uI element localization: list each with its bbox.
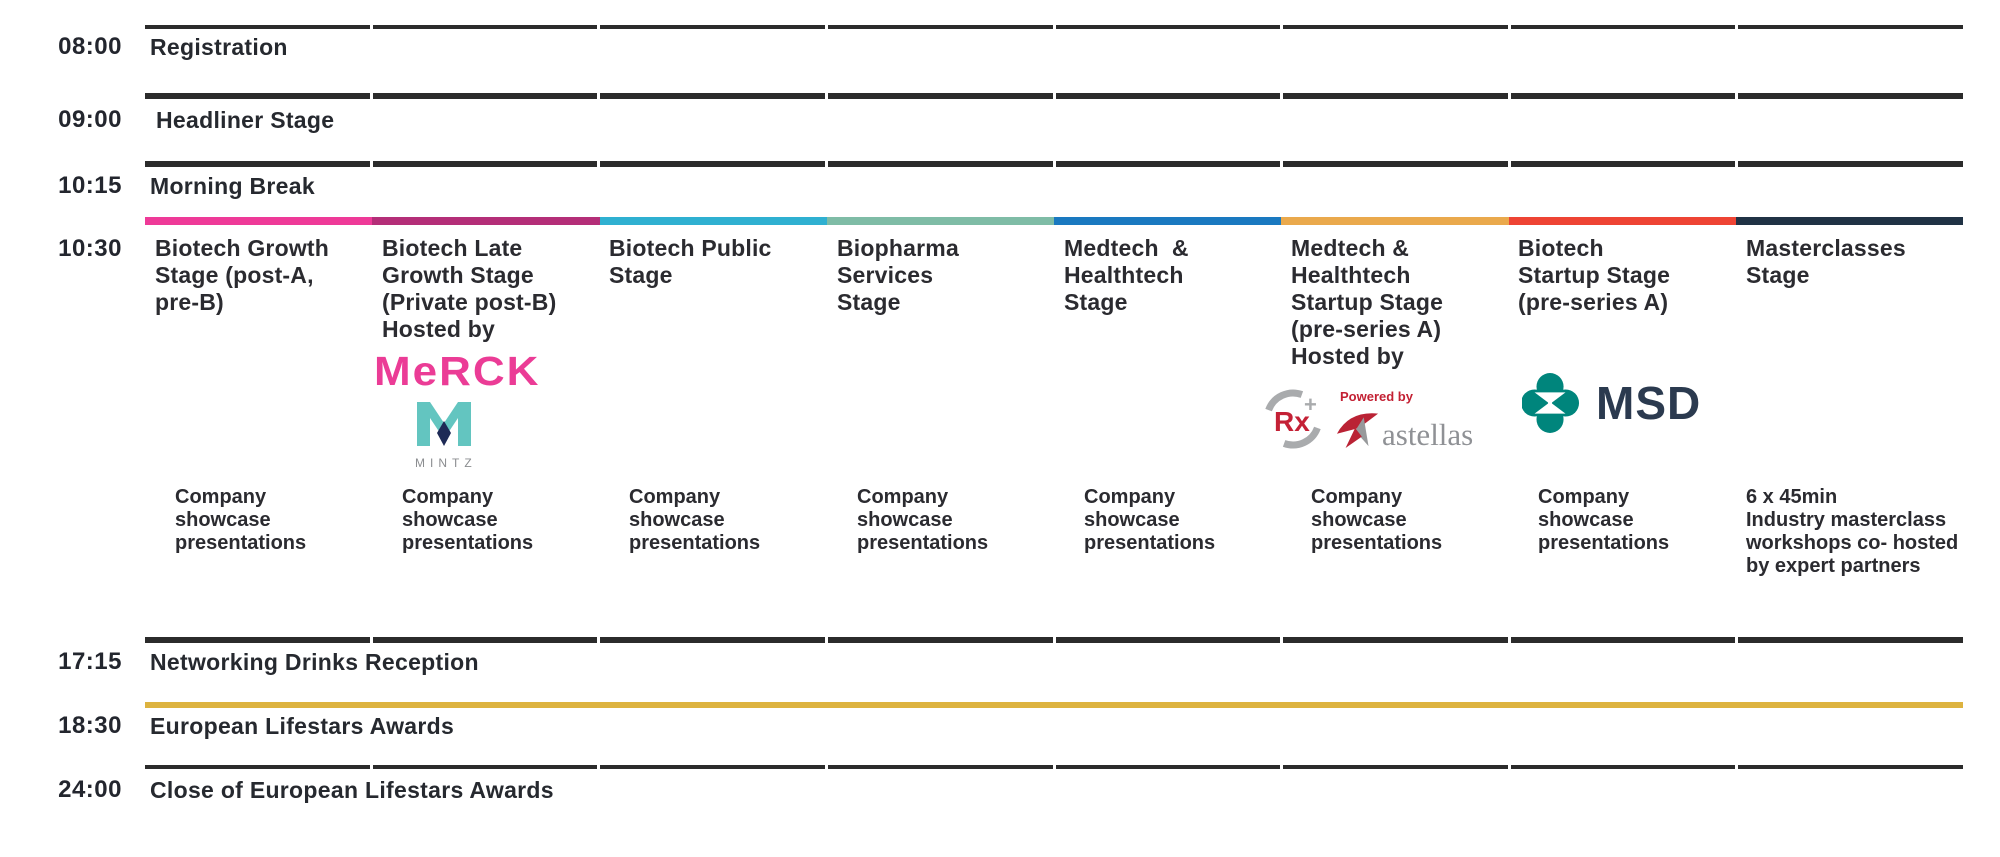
time-label: 08:00 [58,33,122,60]
stage-title: Medtech & Healthtech Startup Stage (pre-… [1291,235,1444,369]
stage-bar-biopharma-services [826,217,1054,225]
stage-detail: Company showcase presentations [175,486,307,554]
powered-by-label: Powered by [1340,389,1413,404]
stage-detail: Company showcase presentations [402,486,534,554]
svg-text:+: + [1304,392,1317,417]
row-label-morning-break: Morning Break [150,173,315,199]
stage-column-medtech-healthtech: Medtech & Healthtech Stage Company showc… [1054,217,1281,640]
stage-title: Biotech Startup Stage (pre-series A) [1518,235,1671,315]
row-divider [145,93,1963,99]
stage-title: Biotech Late Growth Stage (Private post-… [382,235,557,342]
mintz-m-icon [417,402,471,446]
stage-column-biotech-late-growth: Biotech Late Growth Stage (Private post-… [372,217,599,640]
stage-bar-biotech-late-growth [372,217,600,225]
stage-color-bar [145,217,1963,225]
stage-bar-masterclasses [1735,217,1963,225]
row-label-networking-drinks: Networking Drinks Reception [150,649,479,675]
row-divider [145,161,1963,167]
msd-logo-text: MSD [1596,377,1702,429]
stage-bar-biotech-growth [145,217,373,225]
msd-flower-icon [1522,373,1580,433]
mintz-logo-caption: MINTZ [415,456,477,470]
msd-logo: MSD [1522,372,1701,434]
row-label-registration: Registration [150,34,288,60]
merck-logo: MeRCK [374,349,541,395]
rx-plus-icon: Rx + [1265,389,1321,449]
svg-text:Rx: Rx [1274,406,1310,437]
time-label: 18:30 [58,712,122,739]
row-label-headliner-stage: Headliner Stage [156,107,335,133]
stage-bar-medtech-healthtech [1054,217,1282,225]
stage-title: Medtech & Healthtech Stage [1064,235,1189,315]
stage-column-medtech-startup: Medtech & Healthtech Startup Stage (pre-… [1281,217,1508,640]
stage-detail: Company showcase presentations [1084,486,1216,554]
stage-column-biotech-growth: Biotech Growth Stage (post-A, pre-B) Com… [145,217,372,640]
astellas-logo: astellas [1336,405,1474,453]
rx-plus-logo: Rx + [1262,388,1324,455]
row-divider [145,25,1963,29]
time-label: 24:00 [58,776,122,803]
awards-divider-gold [145,702,1963,708]
row-divider [145,637,1963,643]
stage-detail: Company showcase presentations [857,486,989,554]
time-label: 09:00 [58,106,122,133]
mintz-logo: MINTZ [415,402,473,470]
stage-bar-medtech-startup [1281,217,1509,225]
time-label: 10:15 [58,172,122,199]
stage-title: Biotech Public Stage [609,235,772,288]
stage-column-biotech-startup: Biotech Startup Stage (pre-series A) Com… [1508,217,1735,640]
time-label: 10:30 [58,235,122,262]
stage-bar-biotech-startup [1508,217,1736,225]
astellas-logo-text: astellas [1382,417,1474,453]
stage-detail: Company showcase presentations [629,486,761,554]
row-label-close-awards: Close of European Lifestars Awards [150,777,554,803]
stage-title: Masterclasses Stage [1746,235,1906,288]
astellas-star-icon [1336,413,1379,449]
stage-column-masterclasses: Masterclasses Stage 6 x 45min Industry m… [1736,217,1963,640]
stage-detail: Company showcase presentations [1538,486,1670,554]
row-divider [145,765,1963,769]
stage-column-biopharma-services: Biopharma Services Stage Company showcas… [827,217,1054,640]
stage-title: Biopharma Services Stage [837,235,959,315]
time-label: 17:15 [58,648,122,675]
stage-column-biotech-public: Biotech Public Stage Company showcase pr… [599,217,826,640]
stage-detail: Company showcase presentations [1311,486,1443,554]
stage-bar-biotech-public [599,217,827,225]
stage-detail: 6 x 45min Industry masterclass workshops… [1746,486,1959,577]
stage-title: Biotech Growth Stage (post-A, pre-B) [155,235,330,315]
row-label-lifestars-awards: European Lifestars Awards [150,713,455,739]
